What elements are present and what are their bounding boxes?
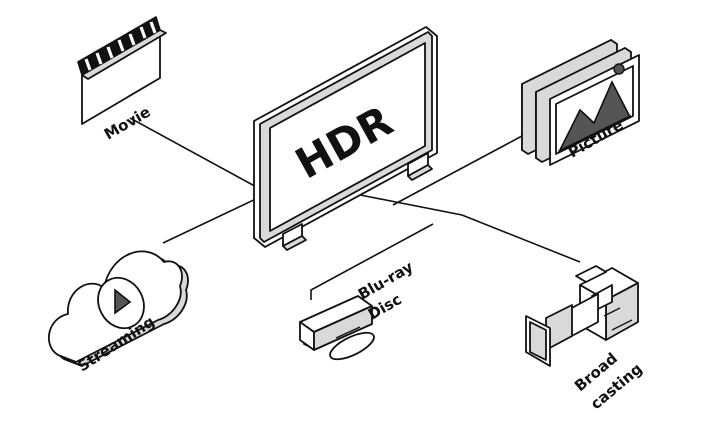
connector-picture [392,135,523,206]
picture-source: Picture [521,39,640,166]
connector-broadcasting [354,193,581,263]
connector-streaming [162,195,263,244]
broadcasting-source: Broad casting [525,265,646,413]
picture-frame-icon [521,39,640,166]
disc-player-icon [299,295,375,361]
broadcast-camera-icon [525,265,639,367]
bluray-source: Blu-ray Disc [299,258,416,361]
movie-source: Movie [77,16,167,143]
tv-stand-left-base [282,235,307,251]
hdr-tv: HDR [253,26,438,251]
connector-bluray [310,223,434,300]
cloud-play-icon [48,250,189,367]
connectors [129,117,581,300]
clapperboard-icon [77,16,167,125]
connector-movie [129,117,263,191]
tv-stand-right-base [407,164,433,181]
streaming-source: Streaming [48,250,189,375]
